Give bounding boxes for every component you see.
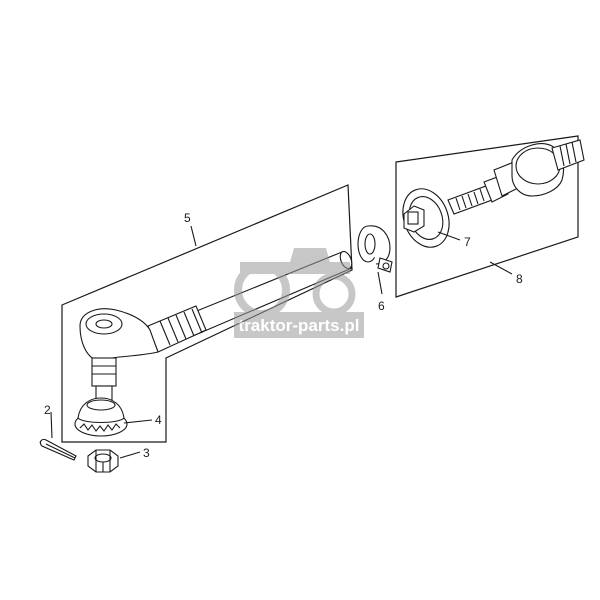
tractor-logo-front-wheel bbox=[312, 272, 356, 316]
callout-2: 2 bbox=[44, 403, 51, 417]
assembly-box-8 bbox=[395, 135, 579, 298]
castle-nut bbox=[87, 449, 119, 473]
clamp bbox=[357, 225, 393, 273]
callout-3: 3 bbox=[143, 446, 150, 460]
dust-boot bbox=[74, 397, 128, 437]
cotter-pin bbox=[39, 438, 77, 461]
watermark-text: traktor-parts.pl bbox=[239, 316, 360, 335]
watermark-band bbox=[234, 312, 364, 338]
callout-8: 8 bbox=[516, 272, 523, 286]
callout-7: 7 bbox=[464, 235, 471, 249]
callout-5: 5 bbox=[184, 211, 191, 225]
inner-tie-rod bbox=[447, 139, 585, 215]
callout-4: 4 bbox=[155, 413, 162, 427]
callout-6: 6 bbox=[378, 299, 385, 313]
watermark: traktor-parts.pl bbox=[234, 248, 364, 338]
lock-nut bbox=[402, 188, 450, 248]
leader-lines bbox=[50, 225, 513, 459]
assembly-box-5 bbox=[61, 184, 353, 443]
